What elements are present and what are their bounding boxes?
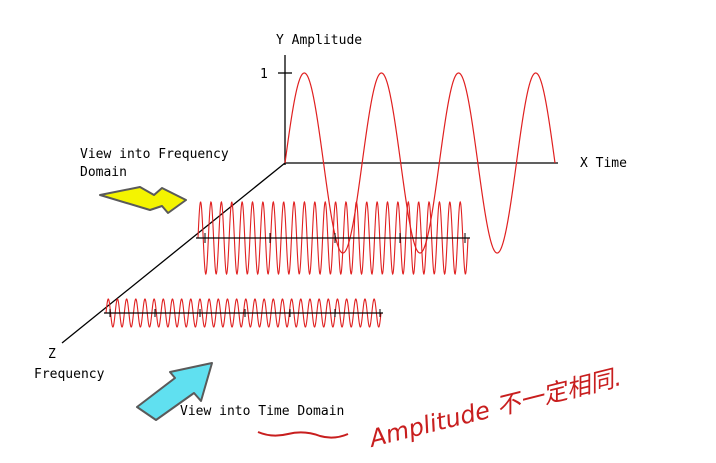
y-axis-label: Y Amplitude bbox=[276, 33, 362, 48]
axes bbox=[61, 55, 558, 344]
x-axis-label: X Time bbox=[580, 156, 627, 171]
time-view-label: View into Time Domain bbox=[180, 404, 344, 419]
medium-frequency-plane bbox=[196, 200, 470, 276]
high-plane-ticks bbox=[109, 309, 381, 317]
frequency-view-label-line2: Domain bbox=[80, 165, 127, 180]
frequency-view-arrow-icon bbox=[99, 186, 187, 214]
underline-squiggle bbox=[257, 431, 349, 439]
high-frequency-plane bbox=[104, 298, 383, 328]
z-axis-line bbox=[61, 162, 286, 344]
low-frequency-wave bbox=[284, 72, 556, 254]
z-axis-label: Frequency bbox=[34, 367, 105, 382]
medium-plane-ticks bbox=[204, 233, 466, 243]
handwritten-note: Amplitude 不一定相同. bbox=[365, 363, 624, 453]
y-tick-label: 1 bbox=[260, 67, 268, 82]
frequency-view-label-line1: View into Frequency bbox=[80, 147, 229, 162]
time-view-arrow-icon bbox=[136, 362, 213, 421]
z-axis-letter: Z bbox=[48, 347, 56, 362]
